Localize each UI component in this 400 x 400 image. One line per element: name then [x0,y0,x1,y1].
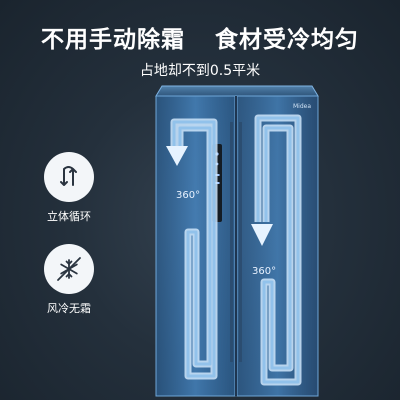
fridge-top [155,85,319,97]
right-door-degree: 360° [252,266,277,277]
feature-circulation-label: 立体循环 [47,210,91,223]
left-handle [230,122,233,362]
snowflake-fan-icon-circle [44,244,94,294]
right-handle [239,122,242,362]
fridge-right-door [236,95,319,397]
headline-left: 不用手动除霜 [40,27,185,53]
headline-right: 食材受冷均匀 [215,27,360,53]
fridge-illustration: Midea [155,85,319,397]
snowflake-fan-icon [57,257,81,281]
headline: 不用手动除霜 食材受冷均匀 [0,20,400,54]
left-airflow-loop [166,118,218,380]
left-door-degree: 360° [176,190,201,201]
right-down-arrow [251,224,273,246]
circulation-icon-circle [44,152,94,202]
circulation-icon [60,166,77,186]
feature-frost-free-label: 风冷无霜 [47,302,91,315]
feature-circulation: 立体循环 [24,152,114,224]
brand-logo: Midea [293,103,311,110]
feature-frost-free: 风冷无霜 [24,244,114,316]
right-airflow-loop [251,114,302,386]
subline: 占地却不到0.5平米 [139,63,261,79]
left-down-arrow [166,146,188,166]
